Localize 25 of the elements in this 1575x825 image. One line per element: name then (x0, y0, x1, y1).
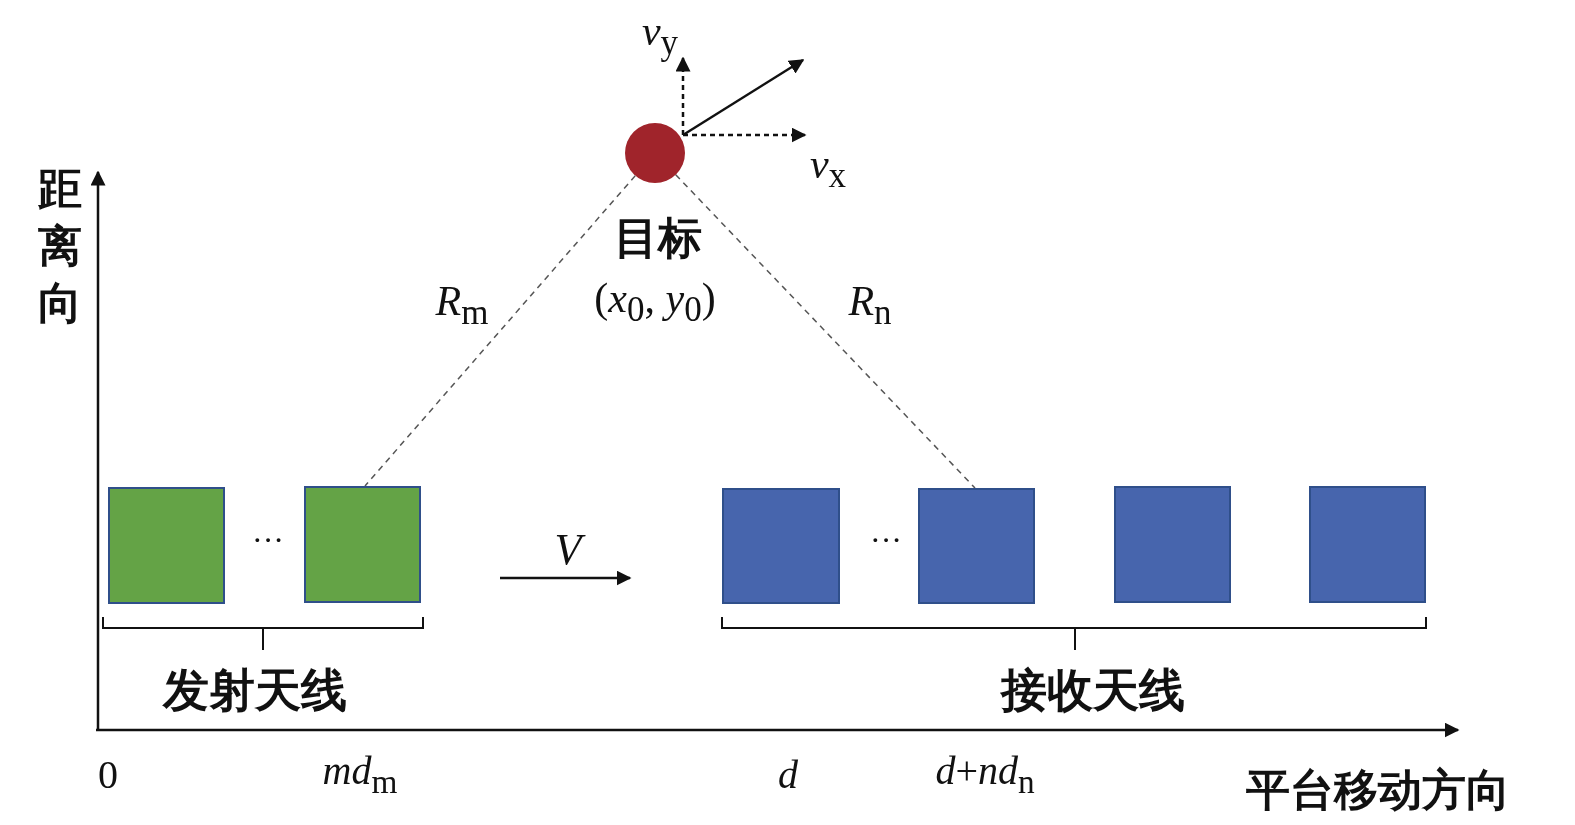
receive-antenna (1309, 486, 1426, 603)
edge-label: R$_{n}$ (848, 279, 892, 331)
receive-antenna (918, 488, 1035, 604)
tick-label: 0 (98, 755, 118, 795)
distance-line (674, 173, 976, 489)
tick-label: d+nd$_{n}$ (935, 751, 1035, 799)
tick-label: md$_{m}$ (322, 751, 398, 799)
transmit-antenna (108, 487, 225, 604)
target-circle (625, 123, 685, 183)
axis-label: 平台移动方向 (1246, 768, 1510, 812)
receive-antenna (722, 488, 840, 604)
group-label: 发射天线 (163, 667, 347, 713)
axis-label: 距离向 (38, 162, 82, 331)
coordinate-label: (x$_{0}$, y$_{0}$) (594, 276, 716, 328)
ellipsis: ··· (252, 524, 284, 556)
velocity-label: v$_{y}$ (641, 9, 679, 61)
group-label: 接收天线 (1001, 667, 1185, 713)
velocity-label: v$_{x}$ (809, 142, 847, 194)
tick-label: d (778, 755, 798, 795)
receive-antenna (1114, 486, 1231, 603)
distance-line (364, 174, 637, 487)
edge-label: R$_{m}$ (435, 279, 489, 331)
target-label: 目标 (614, 216, 702, 260)
ellipsis: ··· (870, 524, 902, 556)
transmit-antenna (304, 486, 421, 603)
